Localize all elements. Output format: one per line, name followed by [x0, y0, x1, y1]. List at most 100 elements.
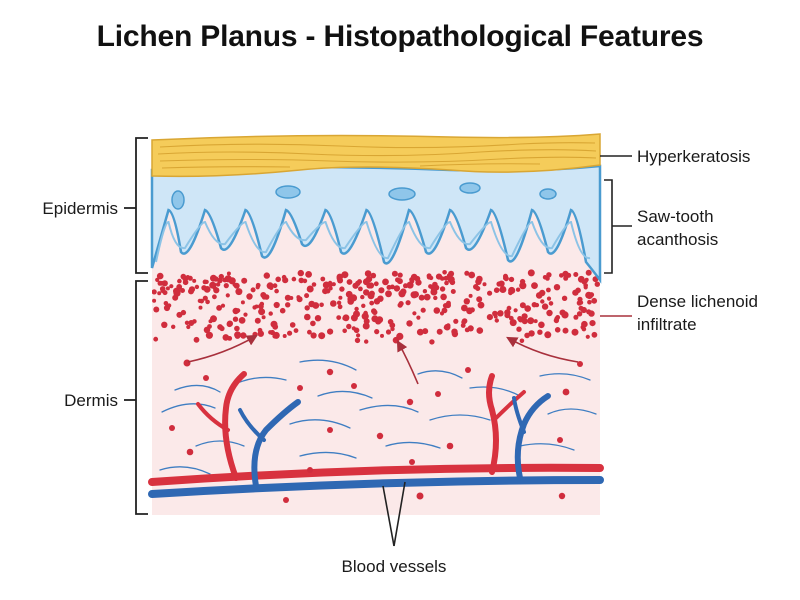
infiltrate-cell	[235, 288, 243, 296]
infiltrate-cell	[475, 278, 482, 285]
infiltrate-cell	[169, 284, 174, 289]
infiltrate-cell	[268, 330, 273, 335]
infiltrate-cell	[412, 311, 417, 316]
infiltrate-cell	[444, 280, 449, 286]
infiltrate-cell	[482, 282, 487, 287]
infiltrate-cell	[426, 275, 432, 280]
infiltrate-cell	[217, 324, 224, 330]
infiltrate-cell	[226, 271, 231, 276]
infiltrate-cell	[553, 284, 561, 291]
infiltrate-cell	[156, 272, 164, 280]
infiltrate-cell	[152, 289, 157, 295]
infiltrate-cell	[346, 323, 352, 330]
infiltrate-cell	[519, 302, 526, 309]
infiltrate-cell	[298, 277, 305, 284]
infiltrate-cell	[258, 303, 264, 310]
infiltrate-cell	[519, 282, 527, 290]
infiltrate-cell	[361, 303, 366, 308]
label-dermis: Dermis	[64, 391, 118, 410]
infiltrate-cell	[319, 302, 324, 308]
infiltrate-cell	[521, 318, 528, 325]
infiltrate-cell	[198, 305, 203, 310]
infiltrate-cell	[463, 298, 470, 305]
infiltrate-cell	[422, 328, 429, 335]
infiltrate-cell	[516, 326, 522, 332]
infiltrate-cell	[342, 316, 347, 321]
infiltrate-cell	[222, 277, 228, 283]
infiltrate-cell	[272, 334, 278, 339]
infiltrate-cell	[163, 301, 169, 306]
infiltrate-cell	[464, 327, 470, 333]
infiltrate-cell	[363, 289, 370, 296]
infiltrate-cell	[380, 333, 384, 338]
infiltrate-cell	[284, 294, 291, 301]
infiltrate-cell	[378, 287, 385, 294]
infiltrate-cell	[180, 288, 185, 293]
infiltrate-cell	[398, 290, 406, 298]
infiltrate-cell	[275, 276, 282, 283]
infiltrate-cell	[364, 270, 372, 277]
infiltrate-cell	[423, 293, 431, 301]
infiltrate-cell	[439, 276, 445, 281]
infiltrate-cell	[342, 328, 348, 334]
page-title: Lichen Planus - Histopathological Featur…	[96, 20, 704, 53]
infiltrate-cell	[338, 295, 343, 300]
infiltrate-cell	[436, 328, 443, 335]
infiltrate-cell	[416, 315, 421, 320]
infiltrate-cell	[282, 277, 289, 284]
infiltrate-cell	[161, 321, 168, 328]
label-infiltrate-1: Dense lichenoid	[637, 292, 758, 311]
infiltrate-cell	[581, 326, 587, 332]
infiltrate-cell	[296, 295, 301, 300]
infiltrate-cell	[186, 324, 191, 330]
infiltrate-cell	[363, 310, 368, 316]
infiltrate-cell	[376, 316, 382, 322]
infiltrate-cell	[225, 293, 230, 298]
infiltrate-cell	[397, 302, 403, 308]
infiltrate-cell	[586, 309, 592, 315]
infiltrate-cell	[396, 278, 403, 285]
infiltrate-cell	[372, 309, 378, 315]
infiltrate-cell	[220, 303, 226, 308]
infiltrate-cell	[508, 315, 514, 321]
infiltrate-cell	[203, 286, 211, 293]
infiltrate-cell	[311, 282, 317, 287]
infiltrate-cell	[546, 309, 553, 317]
infiltrate-cell	[442, 270, 447, 275]
infiltrate-cell	[387, 319, 394, 325]
infiltrate-cell	[312, 302, 320, 309]
infiltrate-cell	[184, 320, 190, 325]
infiltrate-cell	[297, 269, 304, 277]
infiltrate-cell	[363, 318, 370, 325]
infiltrate-cell	[356, 333, 361, 338]
artery-vessels	[148, 371, 604, 486]
infiltrate-cell	[155, 277, 160, 282]
infiltrate-cell	[304, 313, 311, 321]
infiltrate-cell	[531, 282, 538, 289]
infiltrate-cell	[546, 272, 552, 278]
infiltrate-cell	[397, 272, 403, 278]
infiltrate-cell	[446, 300, 451, 306]
pointer-line-icon	[382, 155, 632, 547]
infiltrate-cell	[273, 301, 280, 309]
infiltrate-cell	[396, 332, 404, 340]
infiltrate-cell	[159, 280, 165, 286]
infiltrate-cell	[559, 273, 564, 278]
infiltrate-cell	[420, 307, 426, 313]
infiltrate-cell	[508, 276, 515, 283]
infiltrate-cell	[587, 299, 592, 305]
infiltrate-cell	[468, 293, 473, 298]
infiltrate-cell	[336, 315, 342, 320]
infiltrate-cell	[318, 332, 326, 340]
infiltrate-cell	[192, 278, 197, 283]
infiltrate-cell	[561, 295, 568, 301]
infiltrate-cell	[226, 320, 233, 327]
infiltrate-cell	[246, 293, 253, 300]
infiltrate-cell	[374, 329, 380, 335]
infiltrate-cell	[360, 294, 365, 300]
infiltrate-cell	[554, 327, 561, 333]
infiltrate-cell	[304, 293, 310, 299]
infiltrate-cell	[341, 271, 349, 279]
infiltrate-cell	[177, 278, 182, 284]
infiltrate-cell	[418, 294, 425, 301]
